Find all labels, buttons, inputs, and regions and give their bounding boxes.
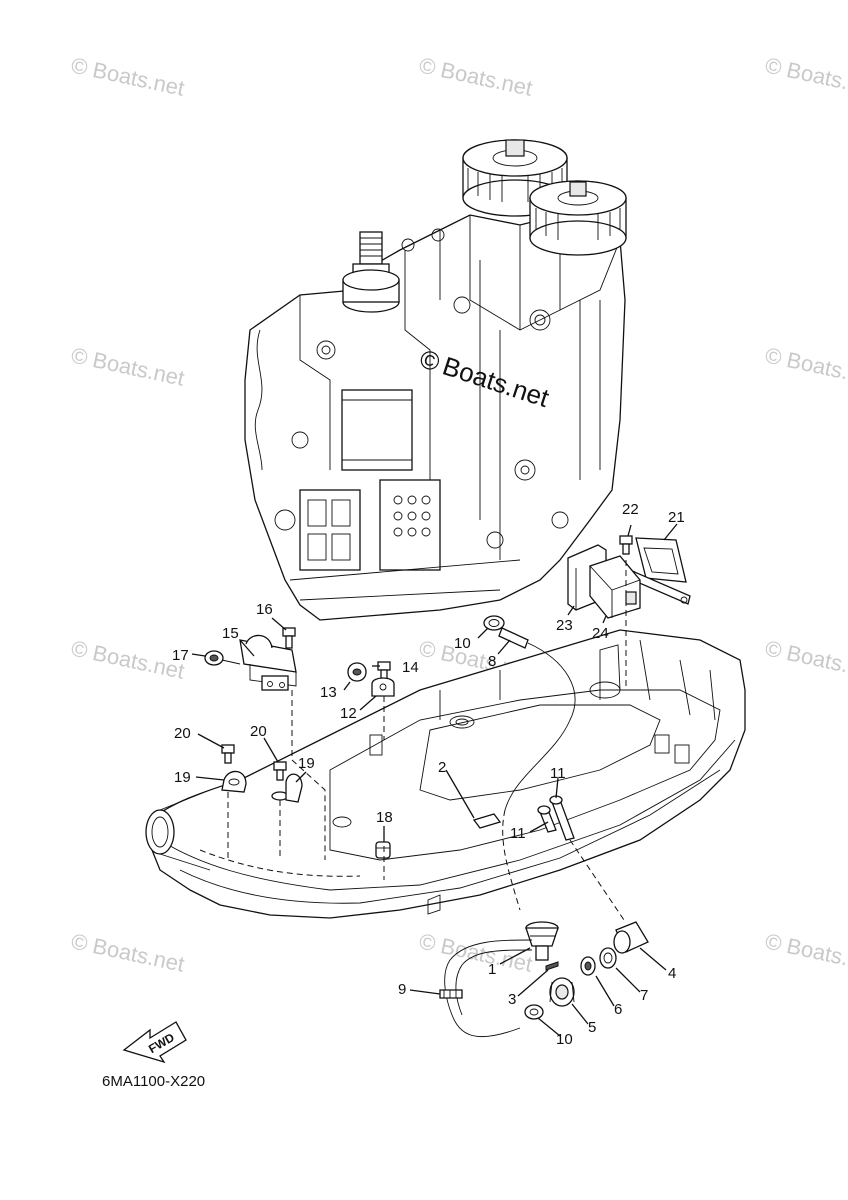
bottom-cowling <box>145 629 746 919</box>
part-20-bolt-right <box>273 761 287 781</box>
watermark-text: Boats.net <box>438 57 534 101</box>
part-21-bracket <box>627 537 691 605</box>
callout-18: 18 <box>376 809 393 826</box>
watermark-symbol: © <box>763 635 784 663</box>
crankshaft-top <box>342 231 400 313</box>
part-10-grommet-bottom <box>524 1004 544 1020</box>
part-22-bolt <box>619 535 633 555</box>
diagram-code: 6MA1100-X220 <box>102 1073 205 1090</box>
part-6-fitting <box>580 956 596 976</box>
callout-13: 13 <box>320 684 337 701</box>
part-5-nut <box>549 977 575 1007</box>
part-11-screw-b <box>537 805 557 833</box>
callout-7: 7 <box>640 987 648 1004</box>
watermark: © Boats.net <box>417 928 535 976</box>
watermark-text: Boats.net <box>784 640 848 684</box>
callout-14: 14 <box>402 659 419 676</box>
callout-17: 17 <box>172 647 189 664</box>
callout-10-bottom: 10 <box>556 1031 573 1048</box>
part-18-grommet <box>375 841 391 859</box>
watermark-text: Boats.net <box>90 347 186 391</box>
callout-21: 21 <box>668 509 685 526</box>
callout-6: 6 <box>614 1001 622 1018</box>
watermark-symbol: © <box>69 52 90 80</box>
callout-5: 5 <box>588 1019 596 1036</box>
callout-22: 22 <box>622 501 639 518</box>
callout-10-top: 10 <box>454 635 471 652</box>
callout-12: 12 <box>340 705 357 722</box>
watermark: © Boats.net <box>763 342 848 390</box>
part-17-clamp <box>204 650 241 666</box>
watermark: © Boats.net <box>69 635 187 683</box>
callout-24: 24 <box>592 625 609 642</box>
part-14-bolt <box>377 661 391 681</box>
callout-23: 23 <box>556 617 573 634</box>
callout-20-left: 20 <box>174 725 191 742</box>
part-13-clip <box>347 662 367 682</box>
part-20-bolt-left <box>221 744 235 764</box>
part-4-cap <box>613 921 649 954</box>
cam-pulley-right <box>529 180 627 256</box>
watermark-text: Boats.net <box>438 933 534 977</box>
part-9-sleeve <box>439 989 463 999</box>
callouts: 22 21 23 24 10 8 16 15 17 14 13 12 20 20… <box>172 501 685 1048</box>
watermark-text: Boats.net <box>90 57 186 101</box>
callout-19-right: 19 <box>298 755 315 772</box>
parts <box>204 535 691 1037</box>
watermark-symbol: © <box>763 342 784 370</box>
callout-20-right: 20 <box>250 723 267 740</box>
watermark-symbol: © <box>417 52 438 80</box>
watermark-symbol: © <box>763 928 784 956</box>
fwd-arrow: FWD <box>122 1021 187 1064</box>
watermark-text: Boats.net <box>784 347 848 391</box>
watermark: © Boats.net <box>763 52 848 100</box>
callout-11-bottom: 11 <box>510 825 526 842</box>
part-19-clamp-left <box>221 770 247 793</box>
part-7-washer <box>599 947 617 969</box>
watermark-symbol: © <box>69 928 90 956</box>
part-16-bolt <box>282 627 296 649</box>
callout-15: 15 <box>222 625 239 642</box>
part-24-module <box>589 555 641 619</box>
callout-8: 8 <box>488 653 496 670</box>
watermark-text: Boats.net <box>784 57 848 101</box>
leader-lines <box>191 523 678 1037</box>
watermark: © Boats.net <box>69 52 187 100</box>
part-1-boot <box>525 921 559 961</box>
watermark: © Boats.net <box>417 52 535 100</box>
watermark-symbol: © <box>69 342 90 370</box>
part-3-clip <box>545 961 559 971</box>
engine-block: © Boats.net <box>244 139 627 621</box>
watermark-symbol: © <box>69 635 90 663</box>
watermark-text: Boats.net <box>784 933 848 977</box>
watermark: © Boats.net <box>69 342 187 390</box>
part-15-bracket <box>239 634 297 691</box>
part-12-bracket <box>371 677 395 697</box>
callout-9: 9 <box>398 981 406 998</box>
callout-16: 16 <box>256 601 273 618</box>
callout-4: 4 <box>668 965 676 982</box>
callout-19-left: 19 <box>174 769 191 786</box>
watermark-symbol: © <box>417 928 438 956</box>
watermark-text: Boats.net <box>90 933 186 977</box>
watermark-symbol: © <box>763 52 784 80</box>
watermark: © Boats.net <box>69 928 187 976</box>
part-10-grommet-top <box>483 615 505 631</box>
callout-3: 3 <box>508 991 516 1008</box>
callout-1: 1 <box>488 961 496 978</box>
watermark: © Boats.net <box>763 928 848 976</box>
watermark-symbol: © <box>417 635 438 663</box>
watermark: © Boats.net <box>763 635 848 683</box>
callout-11-top: 11 <box>550 765 566 782</box>
part-8-hose <box>498 627 576 911</box>
part-2-cap <box>472 813 502 829</box>
callout-2: 2 <box>438 759 446 776</box>
